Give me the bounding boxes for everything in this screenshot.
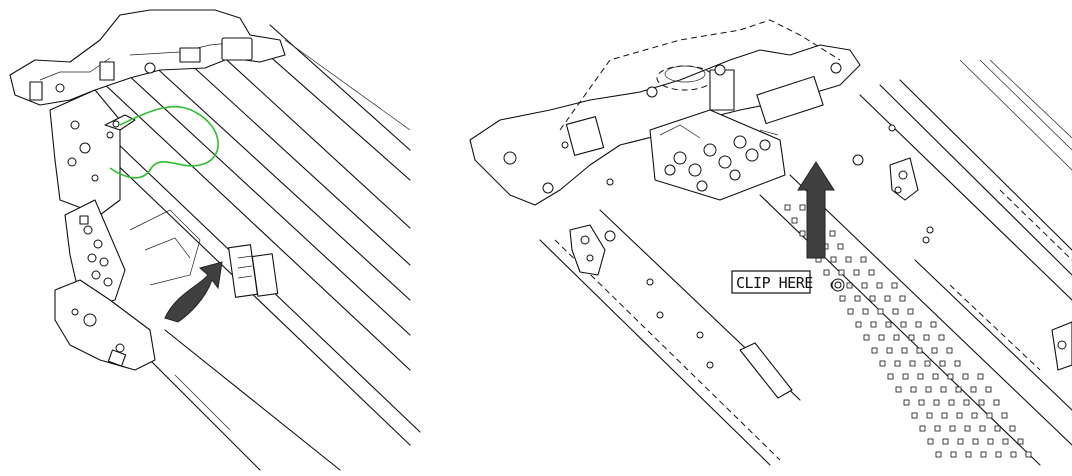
left-rear-bracket [9, 9, 286, 106]
left-curved-arrow [164, 261, 223, 323]
right-callout-connector [831, 278, 845, 292]
right-illustration-panel: CLIP HERE [440, 0, 1072, 476]
right-lower-connector [569, 224, 616, 276]
right-connector-cluster [649, 109, 786, 201]
clip-here-label: CLIP HERE [736, 274, 813, 292]
left-illustration-panel [0, 0, 440, 476]
left-inner-mechanism [129, 209, 279, 298]
right-slot-plate [739, 342, 793, 399]
right-perforated-rail [784, 204, 1032, 458]
clip-here-callout: CLIP HERE [731, 270, 814, 294]
clip-here-callout-box [731, 270, 811, 294]
left-connector-board [64, 199, 126, 306]
left-lower-bracket [54, 279, 156, 371]
right-inner-dashed-line [949, 284, 1041, 371]
right-side-fixture [889, 157, 919, 201]
right-edge-fixture [1051, 321, 1072, 371]
left-green-cable [109, 105, 219, 179]
left-chassis-rails [59, 24, 421, 471]
left-latch [104, 114, 136, 131]
right-chassis-drawing: CLIP HERE [469, 19, 1072, 466]
right-up-arrow [797, 161, 835, 259]
left-front-panel [49, 89, 121, 216]
left-chassis-drawing [9, 9, 421, 471]
